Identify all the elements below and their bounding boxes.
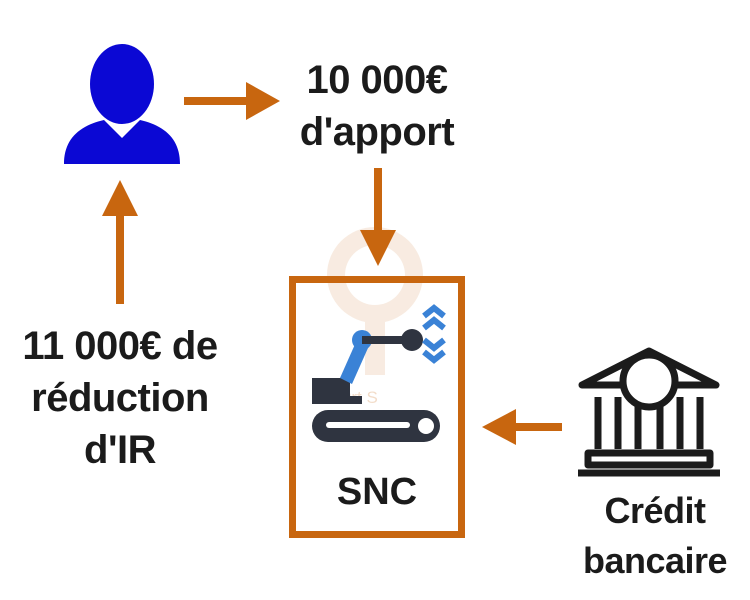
arrow-to-investor [102, 180, 138, 304]
bank-label-line-1: Crédit [604, 490, 706, 531]
industrial-robot-icon [312, 304, 446, 442]
contribution-caption: d'apport [299, 110, 455, 154]
bank-label: Crédit bancaire [560, 486, 750, 586]
arrow-to-company [360, 168, 396, 266]
tax-reduction-line-3: d'IR [84, 428, 156, 472]
tax-reduction-label: 11 000€ de réduction d'IR [0, 320, 240, 476]
company-label: SNC [336, 471, 418, 513]
watermark-logo [327, 227, 423, 375]
person-icon [64, 44, 180, 164]
arrow-to-contribution [184, 82, 280, 120]
tax-reduction-line-2: réduction [31, 376, 209, 420]
bank-label-line-2: bancaire [582, 540, 728, 581]
bank-icon [578, 347, 720, 477]
contribution-amount: 10 000€ [306, 58, 448, 102]
arrow-from-bank [482, 409, 562, 445]
tax-reduction-line-1: 11 000€ de [22, 324, 218, 368]
contribution-label: 10 000€ d'apport [262, 54, 492, 158]
company-box [289, 276, 465, 538]
